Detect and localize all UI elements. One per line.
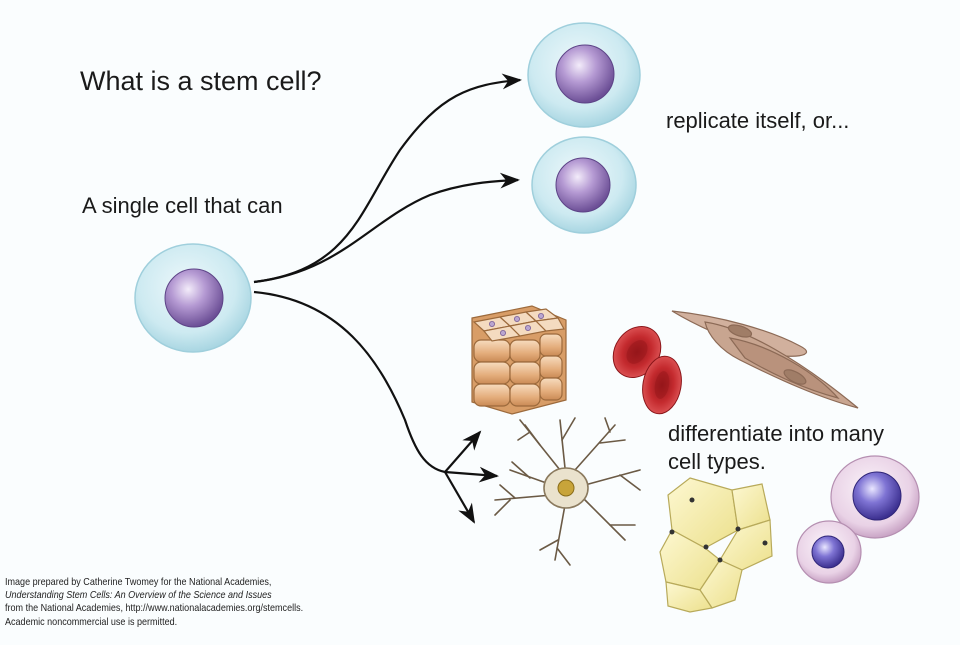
arrow-to-bottom-cell bbox=[253, 172, 520, 284]
daughter-cell-bottom bbox=[531, 136, 637, 234]
neuron bbox=[494, 417, 641, 566]
arrow-main-curve bbox=[253, 290, 446, 474]
replication-arrows bbox=[253, 73, 522, 284]
credit-line-2: Understanding Stem Cells: An Overview of… bbox=[5, 589, 272, 602]
red-blood-cells bbox=[612, 326, 682, 415]
differentiate-line-1: differentiate into many bbox=[668, 421, 885, 446]
fat-cells bbox=[659, 477, 773, 613]
epithelial-cells bbox=[471, 305, 567, 415]
muscle-cells bbox=[671, 310, 859, 409]
credit-line-1: Image prepared by Catherine Twomey for t… bbox=[5, 576, 272, 588]
arrow-branch-down bbox=[444, 471, 475, 524]
image-credit: Image prepared by Catherine Twomey for t… bbox=[5, 576, 303, 629]
differentiation-arrows bbox=[253, 290, 499, 524]
credit-line-3: from the National Academies, http://www.… bbox=[5, 602, 304, 615]
differentiate-text: differentiate into many cell types. bbox=[668, 420, 884, 476]
credit-line-4: Academic noncommercial use is permitted. bbox=[5, 615, 178, 628]
lead-text: A single cell that can bbox=[82, 193, 283, 218]
arrow-to-top-cell bbox=[253, 73, 522, 284]
stem-cell bbox=[134, 243, 252, 353]
arrow-branch-right bbox=[444, 466, 499, 483]
arrow-branch-up bbox=[444, 430, 482, 473]
diagram-title: What is a stem cell? bbox=[80, 66, 322, 96]
replicate-text: replicate itself, or... bbox=[666, 108, 850, 133]
differentiate-line-2: cell types. bbox=[668, 449, 766, 474]
white-blood-cells bbox=[796, 455, 920, 584]
daughter-cell-top bbox=[527, 22, 641, 128]
